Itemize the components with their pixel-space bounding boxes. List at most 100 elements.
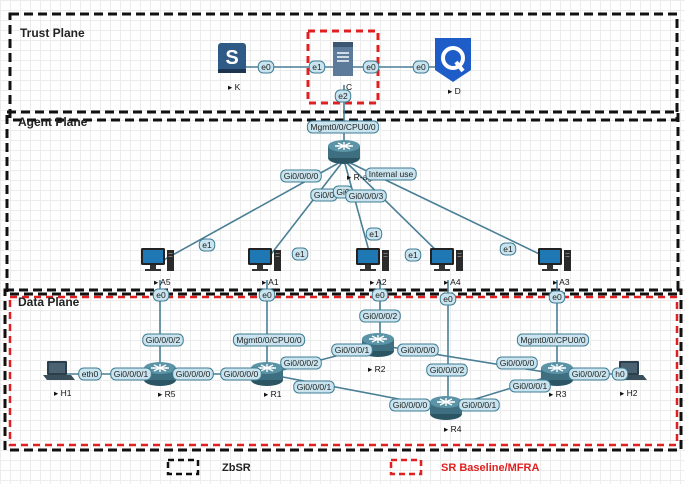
svg-text:e0: e0 (366, 62, 376, 72)
interface-pill-bg (568, 367, 610, 381)
r4-gi0002-label: Gi0/0/0/2 (426, 363, 468, 377)
svg-text:Mgmt0/0/CPU0/0: Mgmt0/0/CPU0/0 (520, 335, 585, 345)
a2-e0-label: e0 (371, 288, 389, 302)
r4-gi0001-label: Gi0/0/0/1 (458, 398, 500, 412)
data-plane-outer-frame (3, 288, 683, 452)
svg-text:Gi0/0/0/1: Gi0/0/0/1 (513, 381, 548, 391)
a5-e1-label: e1 (198, 238, 216, 252)
a5-e0-label: e0 (152, 288, 170, 302)
svg-text:e2: e2 (338, 91, 348, 101)
svg-text:e1: e1 (312, 62, 322, 72)
r3-mgmt-label: Mgmt0/0/CPU0/0 (516, 333, 590, 347)
link-ragent-a2[interactable] (343, 159, 373, 263)
svg-text:Gi0/0/0/3: Gi0/0/0/3 (349, 191, 384, 201)
svg-text:Gi0/0/0/0: Gi0/0/0/0 (224, 369, 259, 379)
d-node[interactable] (435, 38, 471, 82)
svg-text:eth0: eth0 (82, 369, 99, 379)
svg-text:Gi0: Gi0 (336, 187, 350, 197)
a1-e1-label: e1 (291, 247, 309, 261)
c-e1-label: e1 (308, 60, 326, 74)
interface-pill-bg (362, 60, 380, 74)
r1-gi0002-label: Gi0/0/0/2 (280, 356, 322, 370)
svg-text:Gi0/0/0/0: Gi0/0/0/0 (393, 400, 428, 410)
c-label: C (346, 82, 352, 92)
svg-text:e0: e0 (261, 62, 271, 72)
svg-text:Gi0/0/0/2: Gi0/0/0/2 (572, 369, 607, 379)
interface-pill-bg (365, 227, 383, 241)
r3-gi0002-label: Gi0/0/0/2 (568, 367, 610, 381)
svg-text:S: S (225, 47, 238, 69)
r3-gi0001-label: Gi0/0/0/1 (509, 379, 551, 393)
interface-pill-bg (509, 379, 551, 393)
a4-pc-icon[interactable] (430, 248, 463, 271)
interface-pill-bg (331, 343, 373, 357)
h2-eth0-label: h0 (611, 367, 629, 381)
a1-label: ▸ A1 (262, 277, 279, 287)
link-ragent-a4[interactable] (343, 159, 449, 263)
h2-label: ▸ H2 (620, 388, 638, 398)
agent-plane-frame (5, 110, 680, 296)
svg-text:e0: e0 (375, 290, 385, 300)
svg-text:Gi0/0/0/1: Gi0/0/0/1 (297, 382, 332, 392)
r2-label: ▸ R2 (368, 364, 386, 374)
svg-text:h0: h0 (615, 369, 625, 379)
r2-gi0000-label: Gi0/0/0/0 (397, 343, 439, 357)
a5-label: ▸ A5 (154, 277, 171, 287)
interface-pill-bg (306, 120, 380, 134)
svg-text:Gi0/0/0/0: Gi0/0/0/0 (401, 345, 436, 355)
c-e0-label: e0 (362, 60, 380, 74)
ragent-internal-label: Internal use (365, 167, 417, 181)
svg-text:Gi0/0/0/2: Gi0/0/0/2 (284, 358, 319, 368)
a4-e1-label: e1 (404, 248, 422, 262)
interface-pill-bg (198, 238, 216, 252)
svg-text:e0: e0 (262, 290, 272, 300)
interface-pill-bg (232, 333, 306, 347)
a3-e0-label: e0 (548, 290, 566, 304)
interface-pill-bg (110, 367, 152, 381)
a3-pc-icon[interactable] (538, 248, 571, 271)
a3-e1-label: e1 (499, 242, 517, 256)
interface-pill-bg (389, 398, 431, 412)
svg-text:Gi0/0/0/1: Gi0/0/0/1 (114, 369, 149, 379)
h1-laptop-icon[interactable] (43, 361, 75, 380)
svg-text:e1: e1 (202, 240, 212, 250)
r4-label: ▸ R4 (444, 424, 462, 434)
svg-text:e0: e0 (443, 294, 453, 304)
a1-pc-icon[interactable] (248, 248, 281, 271)
r5-label: ▸ R5 (158, 389, 176, 399)
r2-gi0002-label: Gi0/0/0/2 (359, 309, 401, 323)
interface-pill-bg (371, 288, 389, 302)
interface-pill-bg (439, 292, 457, 306)
svg-text:Mgmt0/0/CPU0/0: Mgmt0/0/CPU0/0 (310, 122, 375, 132)
r4-router-icon[interactable] (429, 395, 463, 421)
agent-plane-title: Agent Plane (18, 115, 88, 129)
interface-pill-bg (78, 367, 102, 381)
link-ragent-a1[interactable] (264, 159, 345, 263)
a5-pc-icon[interactable] (141, 248, 174, 271)
svg-text:e1: e1 (295, 249, 305, 259)
r1-gi0001-label: Gi0/0/0/1 (293, 380, 335, 394)
d-shield-icon (435, 38, 471, 82)
c-node[interactable] (333, 42, 353, 76)
interface-pill-bg (334, 89, 352, 103)
r-agent-router-icon[interactable] (327, 139, 361, 165)
shield-s-icon (218, 43, 246, 71)
svg-text:Gi0/0/0/1: Gi0/0/0/1 (335, 345, 370, 355)
ragent-gi0000-label: Gi0/0/0/0 (280, 169, 322, 183)
trust-plane-title: Trust Plane (20, 26, 85, 40)
interface-pill-bg (142, 333, 184, 347)
svg-text:Gi0/0: Gi0/0 (314, 190, 335, 200)
r5-gi0000-label: Gi0/0/0/0 (172, 367, 214, 381)
ragent-mgmt-label: Mgmt0/0/CPU0/0 (306, 120, 380, 134)
interface-pill-bg (426, 363, 468, 377)
a2-pc-icon[interactable] (356, 248, 389, 271)
h1-eth0-label: eth0 (78, 367, 102, 381)
k-node[interactable]: S (218, 43, 246, 73)
svg-text:Gi0/0/0/1: Gi0/0/0/1 (462, 400, 497, 410)
interface-pill-bg (359, 309, 401, 323)
r4-gi0000-label: Gi0/0/0/0 (389, 398, 431, 412)
interface-pill-bg (291, 247, 309, 261)
r1-label: ▸ R1 (264, 389, 282, 399)
svg-text:e0: e0 (156, 290, 166, 300)
k-e0-label: e0 (257, 60, 275, 74)
